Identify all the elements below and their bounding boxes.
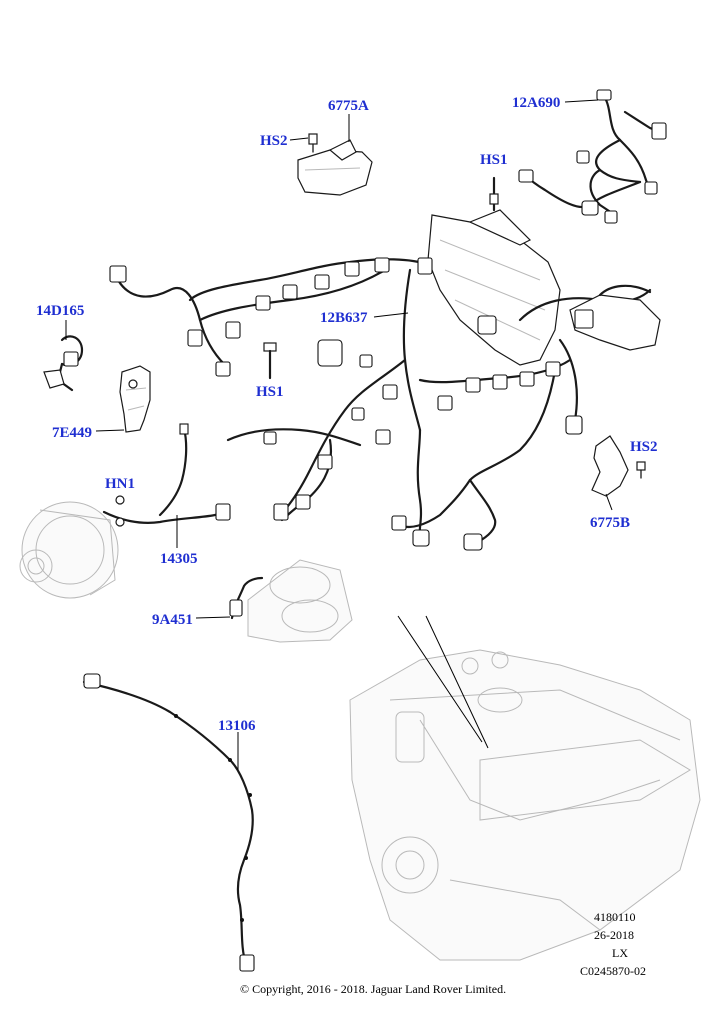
callout-6775B[interactable]: 6775B xyxy=(590,515,630,531)
callout-12A690[interactable]: 12A690 xyxy=(512,95,560,111)
callout-6775A[interactable]: 6775A xyxy=(328,98,369,114)
harness-14D165[interactable] xyxy=(43,335,84,392)
heat-shield-6775A[interactable] xyxy=(297,139,373,196)
callout-HS1-mid[interactable]: HS1 xyxy=(256,384,284,400)
bolt-HS2-right[interactable] xyxy=(636,461,646,479)
cable-9A451[interactable] xyxy=(229,576,264,620)
callout-HS2-top[interactable]: HS2 xyxy=(260,133,288,149)
callout-13106[interactable]: 13106 xyxy=(218,718,256,734)
bracket-7E449[interactable] xyxy=(119,365,151,433)
alternator-ghost xyxy=(19,501,119,599)
callout-12B637[interactable]: 12B637 xyxy=(320,310,368,326)
ref-code-3: LX xyxy=(612,946,628,960)
callout-7E449[interactable]: 7E449 xyxy=(52,425,92,441)
cable-13106[interactable] xyxy=(82,673,255,972)
callout-14305[interactable]: 14305 xyxy=(160,551,198,567)
callout-HS1-top[interactable]: HS1 xyxy=(480,152,508,168)
bolt-HS1-top[interactable] xyxy=(489,176,499,212)
harness-14305[interactable] xyxy=(102,423,231,527)
harness-12A690[interactable] xyxy=(518,89,667,224)
ref-code-2: 26-2018 xyxy=(594,928,634,942)
engine-block-ghost xyxy=(349,649,701,961)
bolt-HS1-mid[interactable] xyxy=(263,342,277,380)
bolt-HS2-top[interactable] xyxy=(308,133,318,153)
ref-code-4: C0245870-02 xyxy=(580,964,646,978)
callout-HN1[interactable]: HN1 xyxy=(105,476,135,492)
harness-12B637[interactable] xyxy=(109,209,661,551)
callout-9A451[interactable]: 9A451 xyxy=(152,612,193,628)
callout-14D165[interactable]: 14D165 xyxy=(36,303,84,319)
starter-motor-ghost xyxy=(247,559,353,643)
ref-code-1: 4180110 xyxy=(594,910,636,924)
callout-HS2-right[interactable]: HS2 xyxy=(630,439,658,455)
nut-HN1[interactable] xyxy=(115,495,125,505)
copyright-text: © Copyright, 2016 - 2018. Jaguar Land Ro… xyxy=(240,982,506,996)
heat-shield-6775B[interactable] xyxy=(591,435,629,497)
